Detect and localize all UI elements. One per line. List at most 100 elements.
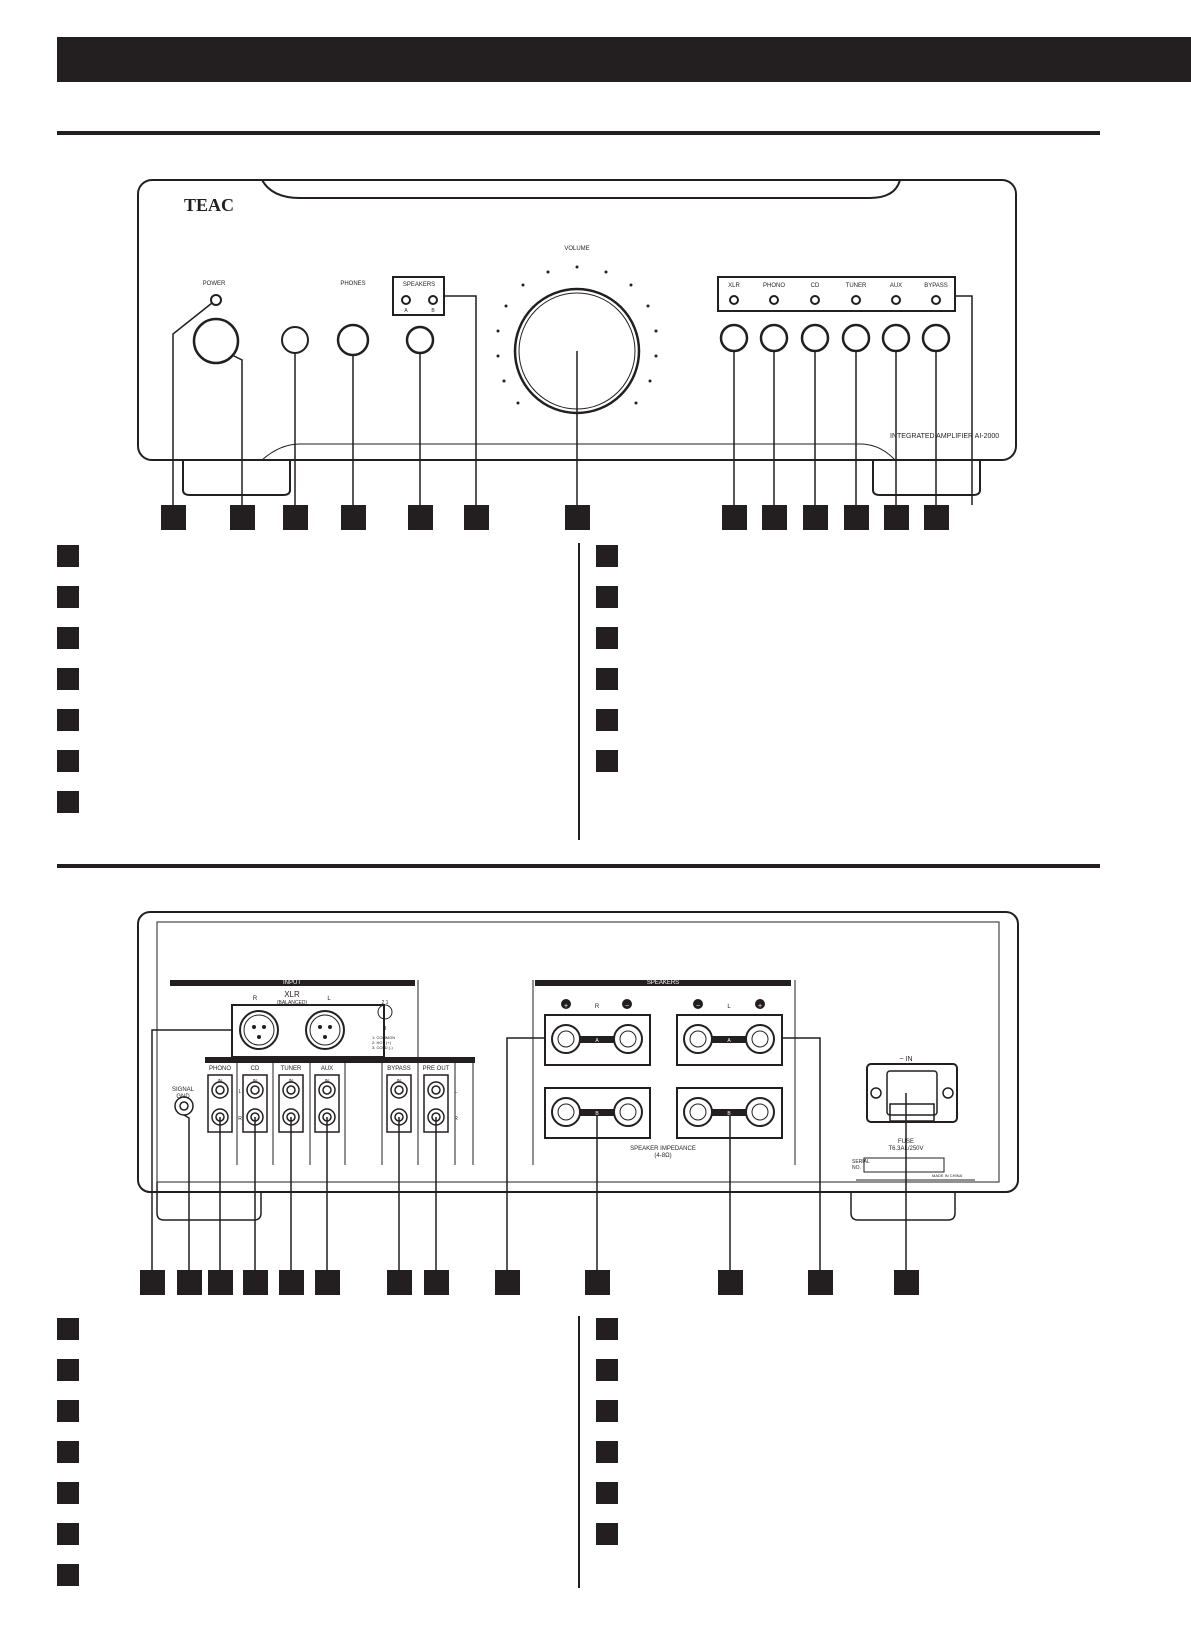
front-callout-11 (844, 505, 869, 530)
rear-key-6 (57, 1523, 79, 1545)
rear-label-tuner: TUNER (281, 1066, 302, 1072)
front-key-12 (596, 709, 618, 731)
input-label-cd: CD (811, 283, 820, 289)
front-key-8 (596, 545, 618, 567)
rear-key-5 (57, 1482, 79, 1504)
front-key-13 (596, 750, 618, 772)
impedance-label-1: SPEAKER IMPEDANCE (630, 1146, 696, 1152)
in-label-tuner: IN (289, 1079, 294, 1085)
rear-callout-6 (315, 1270, 340, 1295)
input-label-phono: PHONO (763, 283, 785, 289)
in-label-phono: IN (218, 1079, 223, 1085)
front-callout-5 (408, 505, 433, 530)
model-label: INTEGRATED AMPLIFIER AI-2000 (890, 433, 999, 440)
rear-key-3 (57, 1400, 79, 1422)
made-in-label: MADE IN CHINA (932, 1173, 963, 1178)
pre-out-channel-r: R (454, 1116, 458, 1122)
power-label: POWER (203, 281, 226, 287)
front-callout-9 (762, 505, 787, 530)
front-key-2 (57, 586, 79, 608)
rear-key-divider (578, 1316, 580, 1588)
input-label-bypass: BYPASS (924, 283, 948, 289)
front-key-divider (578, 543, 580, 840)
terminal-a-r: A (595, 1038, 599, 1044)
front-callout-8 (722, 505, 747, 530)
rear-callout-1 (140, 1270, 165, 1295)
minus-icon: − (625, 1003, 629, 1010)
front-key-6 (57, 750, 79, 772)
front-key-4 (57, 668, 79, 690)
front-panel-rule (57, 131, 1100, 135)
terminal-b-l: B (727, 1111, 731, 1117)
minus-icon: − (696, 1003, 700, 1010)
front-callout-2 (230, 505, 255, 530)
front-callout-7 (565, 505, 590, 530)
xlr-channel-l: L (327, 996, 331, 1002)
front-key-10 (596, 627, 618, 649)
rear-key-1 (57, 1318, 79, 1340)
rear-label-cd: CD (251, 1066, 260, 1072)
xlr-pin-legend-2: 2: HOT (+) (372, 1040, 392, 1045)
rear-callout-11 (718, 1270, 743, 1295)
impedance-label-2: (4-8Ω) (654, 1153, 671, 1159)
fuse-label-2: T6.3AL/250V (888, 1146, 923, 1152)
in-label-bypass: IN (397, 1079, 402, 1085)
rear-key-11 (596, 1441, 618, 1463)
rear-key-12 (596, 1482, 618, 1504)
rear-label-bypass: BYPASS (387, 1066, 411, 1072)
front-key-7 (57, 791, 79, 813)
front-key-9 (596, 586, 618, 608)
serial-label-1: SERIAL (852, 1159, 870, 1165)
xlr-channel-r: R (253, 996, 258, 1002)
front-key-3 (57, 627, 79, 649)
rear-panel-rule (57, 864, 1100, 868)
rear-callout-4 (243, 1270, 268, 1295)
input-label-tuner: TUNER (846, 283, 867, 289)
speakers-a-label: A (404, 308, 408, 314)
front-callout-3 (283, 505, 308, 530)
input-header: INPUT (283, 980, 301, 986)
front-callout-10 (803, 505, 828, 530)
rear-callout-2 (177, 1270, 202, 1295)
brand-logo: TEAC (184, 195, 234, 215)
rear-label-phono: PHONO (209, 1066, 231, 1072)
rear-key-9 (596, 1359, 618, 1381)
plus-icon: + (758, 1003, 762, 1010)
phones-label: PHONES (340, 281, 365, 287)
pre-out-channel-l: L (455, 1089, 458, 1095)
rear-callout-9 (495, 1270, 520, 1295)
rear-callout-10 (585, 1270, 610, 1295)
signal-gnd-label-2: GND (176, 1094, 190, 1100)
in-label-aux: IN (325, 1079, 330, 1085)
section-header-bar (57, 37, 1191, 82)
speaker-channel-l: L (727, 1004, 731, 1010)
rear-callout-3 (208, 1270, 233, 1295)
xlr-pin-top: 2 1 (382, 1000, 389, 1006)
rca-channel-r: R (238, 1116, 242, 1122)
front-key-5 (57, 709, 79, 731)
speakers-header: SPEAKERS (647, 980, 679, 986)
rear-key-2 (57, 1359, 79, 1381)
rca-channel-l: L (239, 1089, 242, 1095)
front-callout-4 (341, 505, 366, 530)
rear-label-pre-out: PRE OUT (423, 1066, 450, 1072)
rear-callout-5 (279, 1270, 304, 1295)
plus-icon: + (564, 1003, 568, 1010)
front-callout-1 (161, 505, 186, 530)
fuse-label-1: FUSE (898, 1139, 914, 1145)
xlr-pin-bottom: 3 (384, 1026, 387, 1032)
input-label-aux: AUX (890, 283, 902, 289)
xlr-pin-legend-3: 3: COLD (-) (372, 1045, 393, 1050)
rear-key-10 (596, 1400, 618, 1422)
speakers-label: SPEAKERS (403, 282, 435, 288)
signal-gnd-label-1: SIGNAL (172, 1087, 195, 1093)
in-label-cd: IN (253, 1079, 258, 1085)
speaker-channel-r: R (595, 1004, 600, 1010)
front-key-11 (596, 668, 618, 690)
xlr-label: XLR (284, 990, 300, 999)
volume-label: VOLUME (564, 246, 589, 252)
front-callout-6 (464, 505, 489, 530)
rear-key-13 (596, 1523, 618, 1545)
